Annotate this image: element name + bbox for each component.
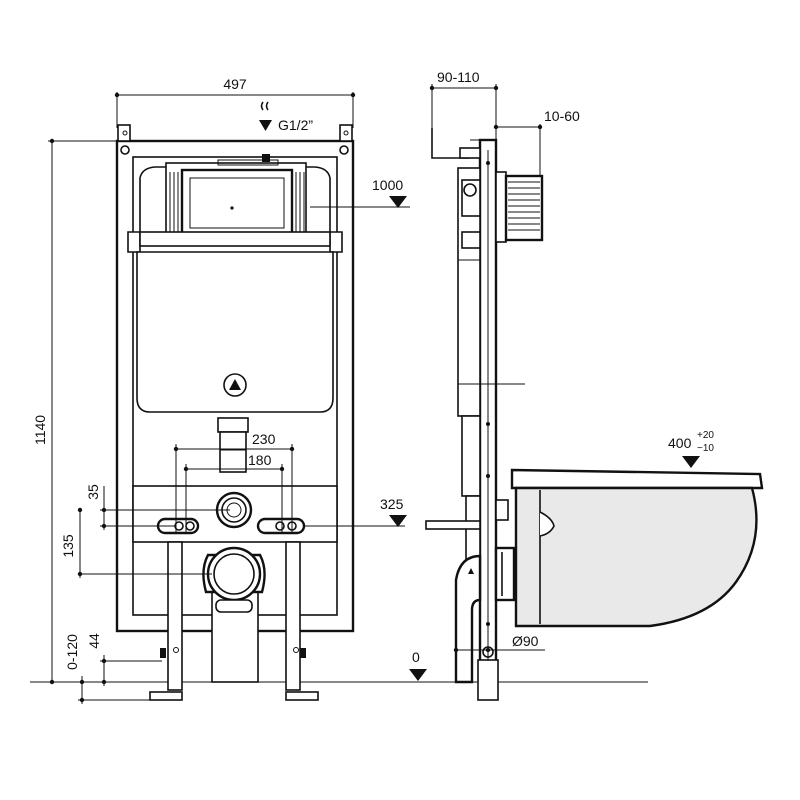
dim-seat-height-label: 400	[668, 435, 692, 451]
dim-floor-label: 0	[412, 649, 420, 665]
dim-bolt-outer-label: 230	[252, 431, 276, 447]
dim-height: 1140	[32, 138, 117, 685]
dim-bolt-inner-label: 180	[248, 452, 272, 468]
bowl-bracket	[132, 485, 338, 543]
dim-depth: 90-110	[429, 69, 499, 140]
dim-height-label: 1140	[32, 415, 48, 445]
dim-waste-offset-label: 135	[60, 534, 76, 558]
dim-floor: 0	[409, 649, 427, 681]
water-inlet-marker: G1/2”	[259, 101, 313, 133]
dim-flush-offset: 35	[85, 484, 230, 530]
dim-waste-offset: 135	[60, 507, 212, 578]
toilet-bowl-side	[510, 468, 764, 628]
dim-foot-offset-label: 44	[86, 633, 102, 649]
dim-seat-height: 400 +20 −10	[668, 430, 714, 468]
dim-inlet-height: 1000	[310, 177, 410, 208]
dim-bolt-height-label: 325	[380, 496, 404, 512]
dim-seat-tolerance-plus: +20	[697, 430, 714, 441]
dim-waste-diameter: Ø90	[453, 633, 545, 653]
dim-panel-range-label: 10-60	[544, 108, 580, 124]
dim-seat-tolerance-minus: −10	[697, 443, 714, 454]
dim-leg-adjust: 0-120	[64, 634, 150, 704]
dim-bolt-height: 325	[304, 496, 407, 527]
dim-width-label: 497	[223, 76, 247, 92]
water-inlet-label: G1/2”	[278, 117, 313, 133]
dim-flush-offset-label: 35	[85, 484, 101, 500]
dim-panel-range: 10-60	[493, 108, 580, 176]
side-frame	[425, 128, 544, 701]
dim-waste-diameter-label: Ø90	[512, 633, 539, 649]
waste-outlet-front	[202, 546, 266, 683]
dim-foot-offset: 44	[86, 633, 162, 686]
dim-bolt-spacing: 230 180	[173, 431, 295, 532]
logo-icon	[223, 373, 247, 397]
front-legs	[149, 541, 319, 701]
dim-depth-label: 90-110	[437, 69, 480, 85]
water-inlet-icon	[260, 101, 269, 111]
dim-leg-adjust-label: 0-120	[64, 634, 80, 670]
cistern	[127, 154, 343, 473]
dim-inlet-height-label: 1000	[372, 177, 403, 193]
dim-width: 497	[114, 76, 356, 128]
